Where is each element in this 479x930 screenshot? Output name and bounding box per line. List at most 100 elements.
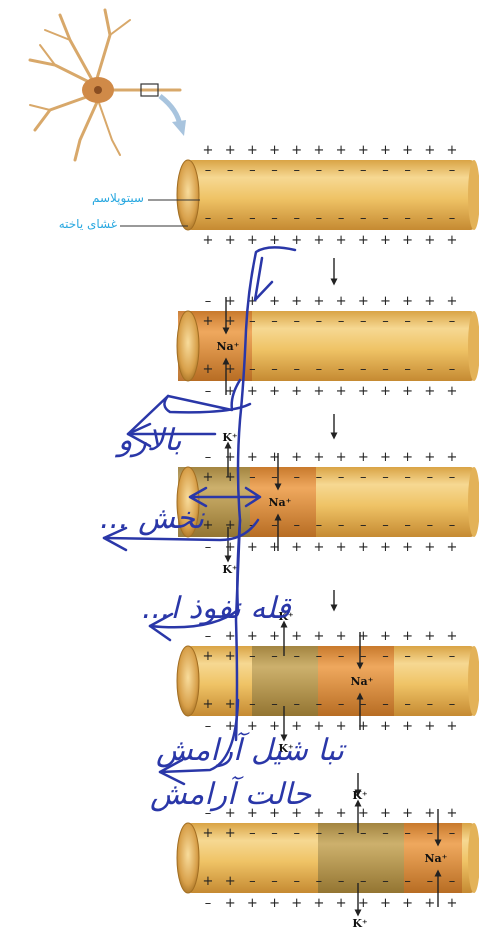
minus-sign: –: [316, 314, 323, 329]
plus-sign: +: [402, 806, 413, 821]
inner-charges-top: ++––––––––––: [203, 470, 456, 485]
plus-sign: +: [225, 649, 236, 664]
minus-sign: –: [382, 314, 389, 329]
plus-sign: +: [402, 629, 413, 644]
plus-sign: +: [380, 719, 391, 734]
minus-sign: –: [382, 211, 389, 226]
inner-charges-top: ++––––––––––: [203, 826, 456, 841]
plus-sign: +: [424, 233, 435, 248]
minus-sign: –: [205, 540, 212, 555]
plus-sign: +: [402, 540, 413, 555]
plus-sign: +: [380, 540, 391, 555]
k-label: K⁺: [278, 610, 294, 623]
minus-sign: –: [249, 470, 256, 485]
plus-sign: +: [225, 719, 236, 734]
minus-sign: –: [293, 314, 300, 329]
plus-sign: +: [291, 896, 302, 911]
plus-sign: +: [447, 450, 458, 465]
plus-sign: +: [203, 143, 214, 158]
plus-sign: +: [358, 233, 369, 248]
plus-sign: +: [203, 233, 214, 248]
outer-charges-top: –+++++++++++: [205, 294, 458, 309]
note-upward: بالارو: [114, 423, 182, 458]
plus-sign: +: [358, 450, 369, 465]
plus-sign: +: [336, 629, 347, 644]
plus-sign: +: [336, 450, 347, 465]
axon-zone: [318, 823, 404, 893]
minus-sign: –: [271, 518, 278, 533]
plus-sign: +: [203, 826, 214, 841]
minus-sign: –: [449, 211, 456, 226]
minus-sign: –: [427, 649, 434, 664]
plus-sign: +: [380, 450, 391, 465]
note-rest-state: حالت آرامش: [150, 775, 312, 812]
plus-sign: +: [402, 719, 413, 734]
plus-sign: +: [358, 719, 369, 734]
minus-sign: –: [249, 314, 256, 329]
minus-sign: –: [449, 649, 456, 664]
minus-sign: –: [227, 211, 234, 226]
outer-charges-bottom: –+++++++++++: [205, 896, 458, 911]
plus-sign: +: [203, 874, 214, 889]
axon-end-cap: [176, 822, 200, 894]
plus-sign: +: [225, 540, 236, 555]
plus-sign: +: [336, 384, 347, 399]
plus-sign: +: [313, 450, 324, 465]
minus-sign: –: [293, 518, 300, 533]
plus-sign: +: [291, 450, 302, 465]
plus-sign: +: [358, 896, 369, 911]
plus-sign: +: [291, 384, 302, 399]
minus-sign: –: [427, 874, 434, 889]
plus-sign: +: [358, 294, 369, 309]
cytoplasm-label: سیتوپلاسم: [91, 191, 144, 205]
minus-sign: –: [404, 163, 411, 178]
minus-sign: –: [427, 697, 434, 712]
k-label: K⁺: [222, 431, 238, 444]
minus-sign: –: [382, 518, 389, 533]
plus-sign: +: [336, 719, 347, 734]
plus-sign: +: [269, 294, 280, 309]
k-label: K⁺: [352, 917, 368, 930]
minus-sign: –: [293, 697, 300, 712]
note-peak: قله نفوذ ا...: [142, 591, 292, 626]
minus-sign: –: [205, 163, 212, 178]
plus-sign: +: [402, 233, 413, 248]
plus-sign: +: [380, 629, 391, 644]
plus-sign: +: [225, 470, 236, 485]
plus-sign: +: [358, 384, 369, 399]
plus-sign: +: [358, 806, 369, 821]
minus-sign: –: [316, 211, 323, 226]
minus-sign: –: [205, 629, 212, 644]
plus-sign: +: [424, 540, 435, 555]
minus-sign: –: [404, 697, 411, 712]
plus-sign: +: [291, 719, 302, 734]
na-label: Na⁺: [351, 675, 374, 688]
plus-sign: +: [291, 540, 302, 555]
minus-sign: –: [382, 470, 389, 485]
minus-sign: –: [382, 649, 389, 664]
plus-sign: +: [225, 629, 236, 644]
minus-sign: –: [271, 211, 278, 226]
plus-sign: +: [336, 233, 347, 248]
minus-sign: –: [449, 826, 456, 841]
plus-sign: +: [225, 143, 236, 158]
minus-sign: –: [404, 649, 411, 664]
minus-sign: –: [360, 163, 367, 178]
plus-sign: +: [313, 629, 324, 644]
minus-sign: –: [449, 314, 456, 329]
minus-sign: –: [316, 470, 323, 485]
minus-sign: –: [271, 362, 278, 377]
minus-sign: –: [382, 826, 389, 841]
minus-sign: –: [316, 362, 323, 377]
minus-sign: –: [404, 362, 411, 377]
plus-sign: +: [225, 874, 236, 889]
minus-sign: –: [205, 719, 212, 734]
plus-sign: +: [380, 143, 391, 158]
plus-sign: +: [269, 143, 280, 158]
outer-charges-bottom: –+++++++++++: [205, 384, 458, 399]
plus-sign: +: [269, 719, 280, 734]
minus-sign: –: [404, 518, 411, 533]
minus-sign: –: [449, 362, 456, 377]
handwritten-annotations: [102, 246, 297, 786]
plus-sign: +: [247, 719, 258, 734]
